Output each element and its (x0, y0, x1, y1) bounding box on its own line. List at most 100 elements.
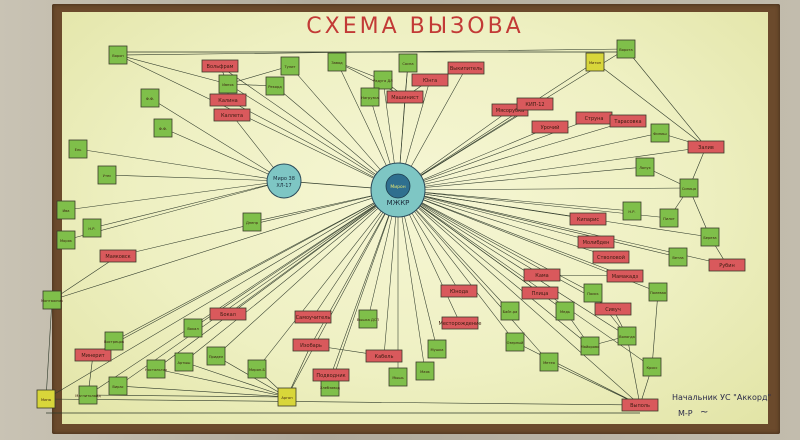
station-node[interactable]: Минерит (74, 348, 112, 362)
station-node[interactable]: Метео (539, 352, 559, 372)
station-node[interactable]: Бокал (209, 307, 247, 321)
station-node[interactable]: Калина (209, 93, 247, 107)
station-node[interactable]: Береза (700, 227, 720, 247)
station-node[interactable]: Придел (206, 346, 226, 366)
spoke-line (113, 189, 399, 342)
station-box (521, 286, 559, 300)
station-node[interactable]: Ель (68, 139, 88, 159)
station-node[interactable]: Вирас (108, 376, 128, 396)
station-node[interactable]: КИП-12 (516, 97, 554, 111)
station-node[interactable]: Монтажник (41, 290, 64, 310)
station-node[interactable]: Маяковск (99, 249, 137, 263)
station-node[interactable]: Поиск (583, 283, 603, 303)
station-label: Завод (331, 61, 343, 65)
station-node[interactable]: Ф.Ф. (140, 88, 160, 108)
spoke-line (117, 54, 399, 191)
station-node[interactable]: Кама (523, 268, 561, 282)
station-node[interactable]: Тарасовка (609, 114, 647, 128)
station-node[interactable]: Урочий (531, 120, 569, 134)
station-node[interactable]: Н.Р. (622, 201, 642, 221)
station-node[interactable]: Вышка ДСП (357, 309, 379, 329)
station-label: Береза (703, 236, 716, 240)
board-title: СХЕМА ВЫЗОВА (306, 14, 524, 39)
station-node[interactable]: Сосна (398, 53, 418, 73)
station-node[interactable]: Плица (521, 286, 559, 300)
station-label: Лопух (639, 166, 651, 170)
station-node[interactable]: Пилот (659, 208, 679, 228)
station-node[interactable]: Нагрузка (360, 87, 380, 107)
station-node[interactable]: Утес (97, 165, 117, 185)
edge-line (651, 291, 659, 368)
station-node[interactable]: Вольфрам (201, 59, 239, 73)
station-box (209, 93, 247, 107)
station-node[interactable]: Выкипитель (447, 61, 485, 75)
station-label: Н.Р. (628, 210, 635, 214)
station-node[interactable]: Каллета (213, 108, 251, 122)
station-node[interactable]: Радуга ДЛ (373, 70, 393, 90)
station-node[interactable]: Ворон (108, 45, 128, 65)
station-box (36, 389, 56, 409)
station-node[interactable]: Майорово (580, 336, 600, 356)
station-node[interactable]: Самоучитель (294, 310, 332, 324)
station-label: Юнода (450, 289, 468, 295)
station-node[interactable]: Месторождение (439, 316, 482, 330)
station-node[interactable]: Завод (327, 52, 347, 72)
station-node[interactable]: Мамакадз (606, 269, 644, 283)
station-node[interactable]: Машинист (386, 90, 424, 104)
station-node[interactable]: Ива (56, 200, 76, 220)
station-node[interactable]: Вострецов (104, 331, 124, 351)
station-node[interactable]: Молибден (577, 235, 615, 249)
station-node[interactable]: Вокал (183, 318, 203, 338)
station-node[interactable]: Кросс (642, 357, 662, 377)
station-node[interactable]: Ветла (668, 247, 688, 267)
station-node[interactable]: Струна (575, 111, 613, 125)
station-node[interactable]: Подводник (312, 368, 350, 382)
station-node[interactable]: Ивняк (218, 74, 238, 94)
station-box (218, 74, 238, 94)
station-node[interactable]: Юнода (440, 284, 478, 298)
station-node[interactable]: Рубин (708, 258, 746, 272)
station-node[interactable]: Медь (555, 301, 575, 321)
station-label: Маяк (420, 370, 430, 374)
station-label: Урочий (541, 124, 560, 131)
station-node[interactable]: Залив (687, 140, 725, 154)
station-node[interactable]: Артыш (174, 352, 194, 372)
station-node[interactable]: Стволовой (592, 250, 630, 264)
station-node[interactable]: Моряк (56, 230, 76, 250)
station-node[interactable]: Сивуч (594, 302, 632, 316)
spoke-line (227, 83, 399, 191)
station-node[interactable]: Тулит (280, 56, 300, 76)
station-node[interactable]: Маяк (415, 361, 435, 381)
station-node[interactable]: Юнга (411, 73, 449, 87)
station-label: Подводник (316, 373, 345, 379)
station-node[interactable]: Магнитолайд (75, 385, 101, 405)
station-node[interactable]: Лопух (635, 157, 655, 177)
station-label: Юнга (423, 78, 437, 84)
station-node[interactable]: Финиш (650, 123, 670, 143)
station-node[interactable]: Мирон-Б (247, 359, 267, 379)
station-node[interactable]: Вологда (617, 326, 637, 346)
station-node[interactable]: Кипарис (569, 212, 607, 226)
station-label: Вышка ДСП (357, 318, 379, 322)
station-node[interactable]: Изобарь (292, 338, 330, 352)
station-box (441, 316, 479, 330)
station-node[interactable]: Мина (36, 389, 56, 409)
station-node[interactable]: Озерный (505, 332, 525, 352)
station-label: Хлебзавод (320, 386, 341, 390)
station-node[interactable]: Мышь (388, 367, 408, 387)
station-node[interactable]: Кабель (365, 349, 403, 363)
station-node[interactable]: Байг-ра (500, 301, 520, 321)
station-node[interactable]: Синица (679, 178, 699, 198)
station-node[interactable]: Полевая (648, 282, 668, 302)
spoke-line (397, 189, 679, 258)
station-node[interactable]: Мушка (427, 339, 447, 359)
station-node[interactable]: Аргон (277, 387, 297, 407)
station-node[interactable]: Ворота (616, 39, 636, 59)
station-node[interactable]: Ф.Ф. (153, 118, 173, 138)
station-node[interactable]: Днепр (242, 212, 262, 232)
station-node[interactable]: Ностальгия (145, 359, 167, 379)
station-node[interactable]: Выполь (621, 398, 659, 412)
station-node[interactable]: Рекорд (265, 76, 285, 96)
station-node[interactable]: Митон (585, 52, 605, 72)
station-node[interactable]: Н.Р. (82, 218, 102, 238)
